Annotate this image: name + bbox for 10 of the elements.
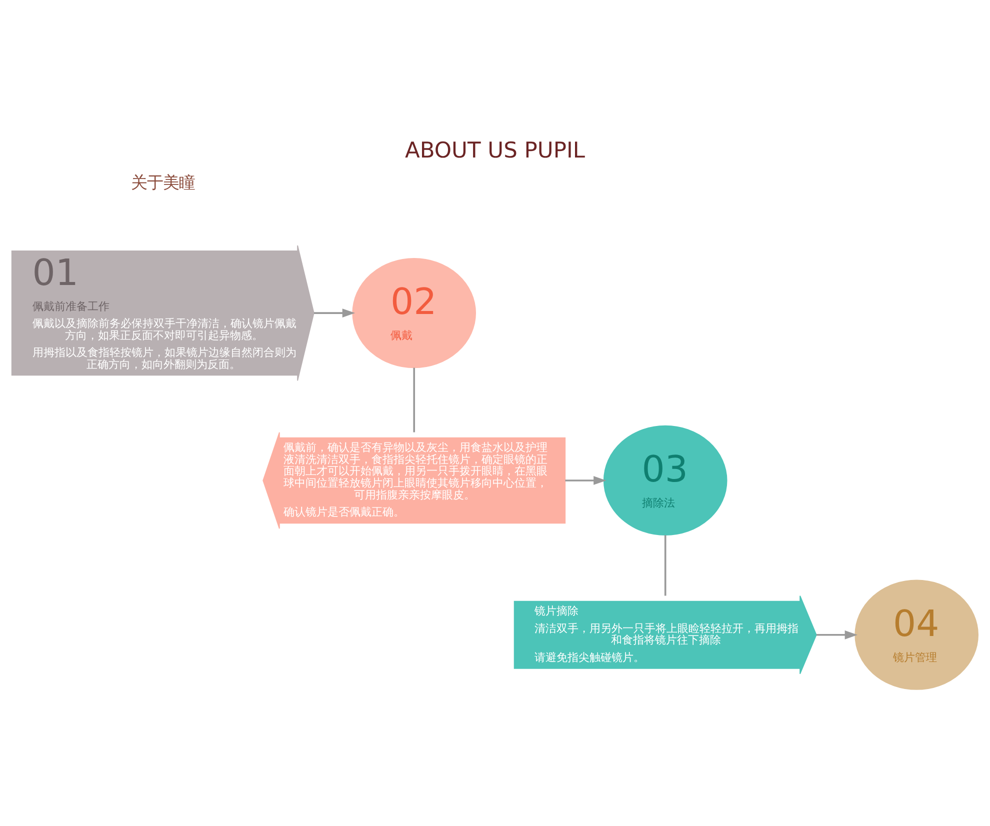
- arrow: [816, 630, 858, 640]
- label: 关于美瞳: [130, 172, 195, 192]
- arrow: [314, 308, 356, 318]
- connector: [413, 368, 416, 432]
- node-ellipse: 03 摘除法: [603, 425, 728, 536]
- connector: [664, 535, 666, 596]
- node-ellipse: 04 镜片管理: [854, 580, 978, 690]
- arrow: [565, 476, 606, 485]
- node-ellipse: 02 佩戴: [352, 258, 476, 368]
- diagram-title: ABOUT US PUPIL: [405, 138, 585, 164]
